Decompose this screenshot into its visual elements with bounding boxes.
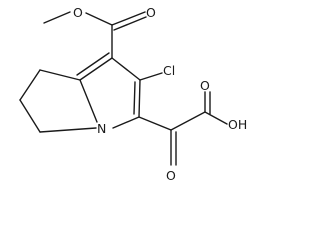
bond-c1-c7a-double-a [79, 57, 113, 81]
bond-c2-c3-double-b [133, 81, 136, 115]
bond-c2-cl [139, 72, 163, 81]
bond-c1-c7a-double-b [76, 52, 110, 76]
bond-ester-c-o-double-b [113, 16, 147, 31]
bond-ester-c-o-double-a [111, 11, 146, 26]
bond-ketone-c-acid-c [170, 111, 206, 131]
bond-c6-c5 [19, 99, 41, 133]
atom-label-ring-nitrogen: N [97, 121, 106, 136]
atom-label-acid-carbonyl-oxygen: O [200, 78, 210, 93]
bond-c3-ketone-c [138, 116, 172, 131]
bond-ester-o-carbonyl [85, 12, 113, 26]
bond-c3-n [112, 116, 140, 129]
bond-acid-c-oh [204, 111, 228, 125]
atom-label-ketone-oxygen: O [166, 168, 176, 183]
bond-c7a-c7 [39, 69, 81, 81]
atom-label-ester-oxygen: O [73, 5, 83, 20]
bond-methyl-o [43, 11, 71, 24]
bond-c1-c2 [111, 57, 141, 81]
bond-c7-c6 [19, 69, 41, 101]
atom-label-ester-carbonyl-oxygen: O [146, 5, 156, 20]
bond-n-c7a [79, 79, 98, 123]
atom-label-chlorine: Cl [163, 63, 175, 78]
bond-c5-n [39, 127, 97, 133]
atom-label-acid-hydroxyl: OH [228, 117, 247, 132]
chemical-structure-diagram: O O Cl N O O OH [19, 5, 247, 183]
bond-c2-c3-double-a [138, 79, 141, 118]
